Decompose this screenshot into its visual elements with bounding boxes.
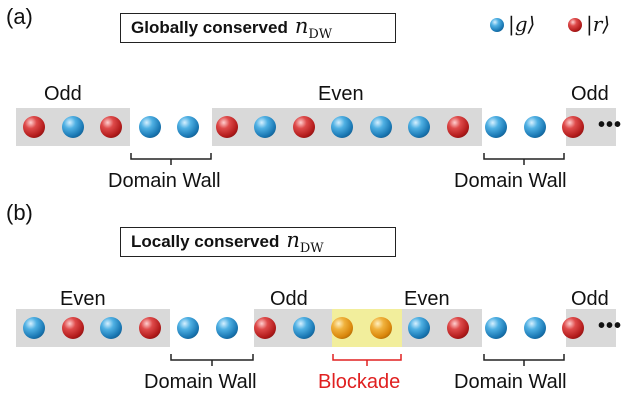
ground-state-atom: [408, 317, 430, 339]
rydberg-state-atom: [23, 116, 45, 138]
ground-state-atom: [369, 116, 392, 138]
ellipsis: •••: [598, 315, 623, 337]
blockade-bracket: [332, 354, 402, 366]
ground-state-atom: [523, 317, 546, 339]
region-label-odd: Odd: [571, 83, 609, 105]
domain-wall-label: Domain Wall: [108, 170, 221, 192]
rydberg-state-atom: [254, 317, 276, 339]
box-b-math: nDW: [286, 227, 324, 257]
rydberg-state-atom: [292, 116, 315, 138]
rydberg-state-legend-icon: [568, 18, 582, 32]
domain-wall-bracket: [483, 153, 565, 165]
domain-wall-bracket: [483, 354, 565, 366]
ground-state-atom: [292, 317, 315, 339]
ground-state-atom: [485, 116, 507, 138]
rydberg-state-atom: [446, 317, 469, 339]
ground-state-atom: [485, 317, 507, 339]
rydberg-state-atom: [562, 317, 584, 339]
ground-state-atom: [61, 116, 84, 138]
region-label-even: Even: [404, 288, 450, 310]
domain-wall-bracket: [170, 354, 254, 366]
ground-state-atom: [523, 116, 546, 138]
rydberg-state-atom: [562, 116, 584, 138]
blockade-label: Blockade: [318, 371, 401, 393]
rydberg-state-atom: [446, 116, 469, 138]
box-b-text: Locally conserved: [131, 232, 280, 251]
ground-state-atom: [23, 317, 45, 339]
ground-state-atom: [215, 317, 238, 339]
ground-state-atom: [138, 116, 161, 138]
region-label-even: Even: [60, 288, 106, 310]
panel-b-label: (b): [6, 200, 33, 225]
box-a-math: nDW: [294, 13, 333, 43]
globally-conserved-box: Globally conserved nDW: [120, 13, 396, 43]
region-label-odd: Odd: [270, 288, 308, 310]
ellipsis: •••: [598, 114, 623, 136]
blockaded-atom: [331, 317, 353, 339]
ground-state-atom: [331, 116, 353, 138]
blockaded-atom: [369, 317, 392, 339]
ground-state-atom: [408, 116, 430, 138]
ground-state-legend-icon: [490, 18, 504, 32]
ground-state-legend-label: |g⟩: [508, 12, 536, 36]
locally-conserved-box: Locally conserved nDW: [120, 227, 396, 257]
domain-wall-bracket: [130, 153, 212, 165]
region-label-odd: Odd: [44, 83, 82, 105]
rydberg-state-atom: [100, 116, 122, 138]
ground-state-atom: [177, 116, 199, 138]
ground-state-atom: [100, 317, 122, 339]
panel-a-label: (a): [6, 4, 33, 29]
rydberg-state-atom: [138, 317, 161, 339]
domain-wall-label: Domain Wall: [144, 371, 257, 393]
ground-state-atom: [254, 116, 276, 138]
region-label-odd: Odd: [571, 288, 609, 310]
region-label-even: Even: [318, 83, 364, 105]
domain-wall-label: Domain Wall: [454, 170, 567, 192]
rydberg-state-legend-label: |r⟩: [586, 12, 611, 36]
rydberg-state-atom: [215, 116, 238, 138]
ground-state-atom: [177, 317, 199, 339]
box-a-text: Globally conserved: [131, 18, 288, 37]
domain-wall-label: Domain Wall: [454, 371, 567, 393]
rydberg-state-atom: [61, 317, 84, 339]
